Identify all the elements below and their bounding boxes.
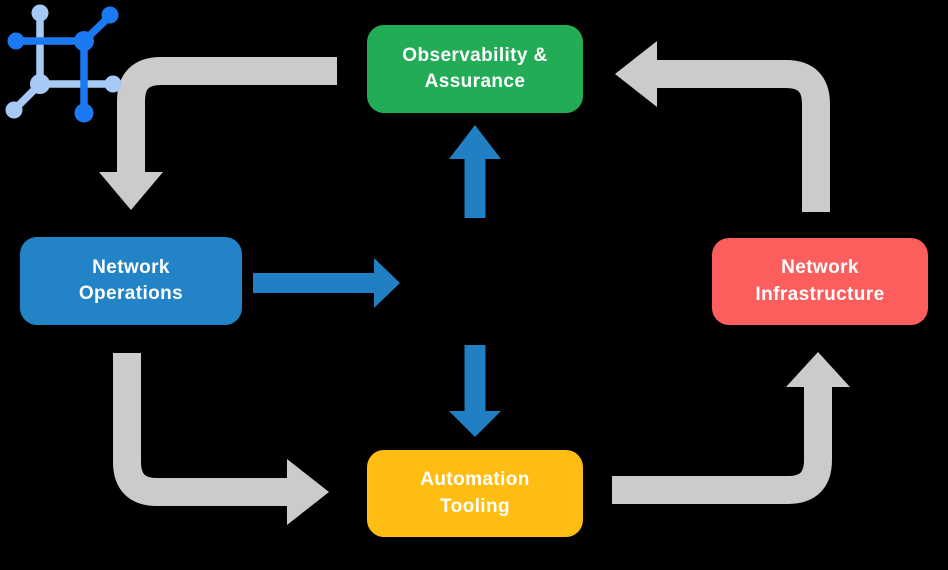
- arrow-observability-to-operations: [99, 57, 337, 210]
- arrow-shaft: [657, 60, 830, 212]
- arrow-head-down-icon: [449, 411, 501, 437]
- icon-node-light-right: [104, 75, 122, 93]
- node-observability-assurance: Observability & Assurance: [367, 25, 583, 113]
- icon-node-light-bottom-left: [30, 74, 50, 94]
- icon-node-dark-top-right: [74, 31, 94, 51]
- node-label-line2: Tooling: [440, 495, 510, 517]
- arrow-head-left-icon: [615, 41, 657, 107]
- node-label-line1: Observability &: [402, 44, 548, 66]
- arrow-head-up-icon: [449, 125, 501, 159]
- node-automation-tooling: Automation Tooling: [367, 450, 583, 537]
- arrow-head-up-icon: [786, 352, 850, 387]
- node-label-line2: Operations: [78, 283, 184, 304]
- arrow-head-down-icon: [99, 172, 163, 210]
- node-label-line1: Network: [92, 256, 170, 278]
- arrow-shaft: [113, 353, 287, 506]
- arrow-infrastructure-to-observability: [615, 41, 830, 212]
- arrow-head-right-icon: [287, 459, 329, 525]
- arrow-automation-to-infrastructure: [612, 352, 850, 504]
- arrow-center-to-observability: [449, 125, 501, 218]
- node-label-line1: Network: [781, 257, 859, 279]
- node-label-line1: Automation: [420, 469, 530, 491]
- icon-node-dark-left: [7, 32, 25, 50]
- node-network-infrastructure: Network Infrastructure: [712, 238, 928, 325]
- icon-node-light-top: [31, 4, 49, 22]
- node-label-line2: Infrastructure: [755, 283, 885, 305]
- node-network-operations: Network Operations: [20, 237, 242, 325]
- icon-node-light-diag-end: [5, 101, 23, 119]
- arrow-operations-to-center: [253, 258, 400, 308]
- arrow-head-right-icon: [374, 258, 400, 308]
- icon-node-dark-bottom: [74, 103, 94, 123]
- arrow-operations-to-automation: [113, 353, 329, 525]
- arrow-center-to-automation: [449, 345, 501, 437]
- icon-node-dark-diag-end: [101, 6, 119, 24]
- network-fabric-icon: [5, 4, 122, 123]
- node-label-line2: Assurance: [424, 71, 526, 92]
- arrow-shaft: [612, 387, 832, 504]
- arrow-shaft: [117, 57, 337, 172]
